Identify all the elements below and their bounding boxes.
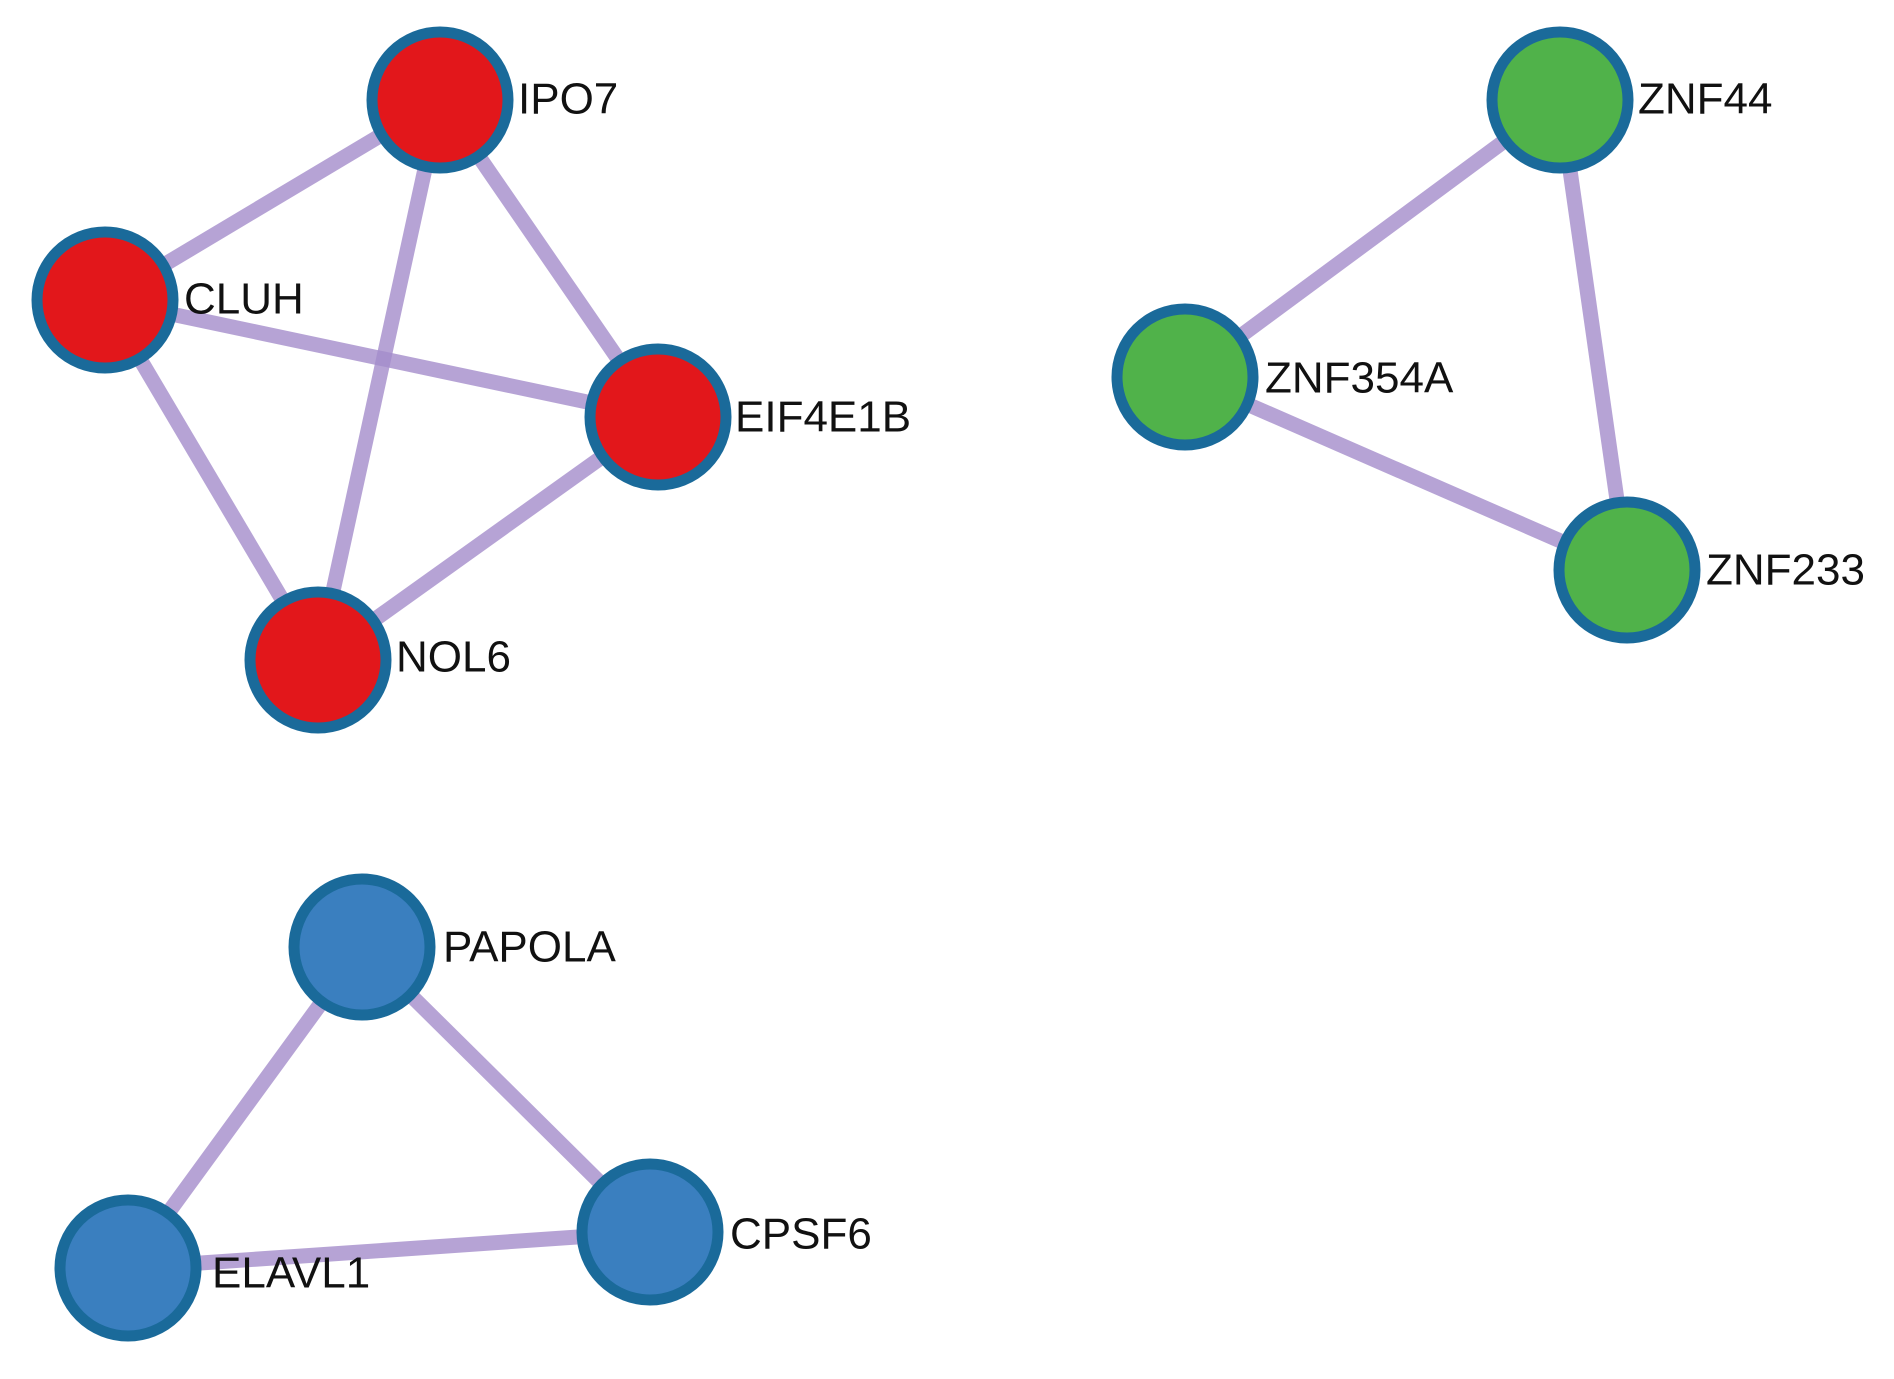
node-cpsf6: CPSF6: [576, 1158, 872, 1306]
edge-elavl1-cpsf6: [127, 1224, 651, 1276]
node-ipo7: IPO7: [366, 26, 618, 174]
node-circle-nol6: [244, 586, 392, 734]
node-label-cluh: CLUH: [184, 275, 304, 324]
node-papola: PAPOLA: [288, 873, 616, 1021]
node-circle-elavl1: [54, 1194, 202, 1342]
edge-znf354a-znf233: [1181, 370, 1631, 577]
node-nol6: NOL6: [244, 586, 511, 734]
node-label-nol6: NOL6: [396, 633, 511, 682]
node-circle-znf233: [1553, 496, 1701, 644]
node-cluh: CLUH: [31, 226, 304, 374]
node-label-cpsf6: CPSF6: [730, 1210, 872, 1259]
node-circle-papola: [288, 873, 436, 1021]
node-znf233: ZNF233: [1553, 496, 1865, 644]
node-circle-znf354a: [1111, 303, 1259, 451]
node-label-elavl1: ELAVL1: [212, 1249, 370, 1298]
node-circle-cluh: [31, 226, 179, 374]
node-label-eif4e1b: EIF4E1B: [735, 393, 911, 442]
node-circle-znf44: [1486, 26, 1634, 174]
node-label-papola: PAPOLA: [443, 923, 616, 972]
node-circle-ipo7: [366, 26, 514, 174]
node-label-ipo7: IPO7: [518, 75, 618, 124]
node-znf354a: ZNF354A: [1111, 303, 1454, 451]
node-circle-cpsf6: [576, 1158, 724, 1306]
node-label-znf44: ZNF44: [1638, 75, 1772, 124]
edge-znf44-znf354a: [1180, 93, 1565, 384]
node-eif4e1b: EIF4E1B: [584, 343, 911, 491]
node-znf44: ZNF44: [1486, 26, 1772, 174]
edge-cluh-eif4e1b: [103, 292, 660, 425]
edge-ipo7-nol6: [310, 98, 448, 662]
node-label-znf354a: ZNF354A: [1265, 354, 1454, 403]
node-elavl1: ELAVL1: [54, 1194, 370, 1342]
node-circle-eif4e1b: [584, 343, 732, 491]
edge-znf44-znf233: [1552, 98, 1635, 572]
node-label-znf233: ZNF233: [1706, 546, 1865, 595]
